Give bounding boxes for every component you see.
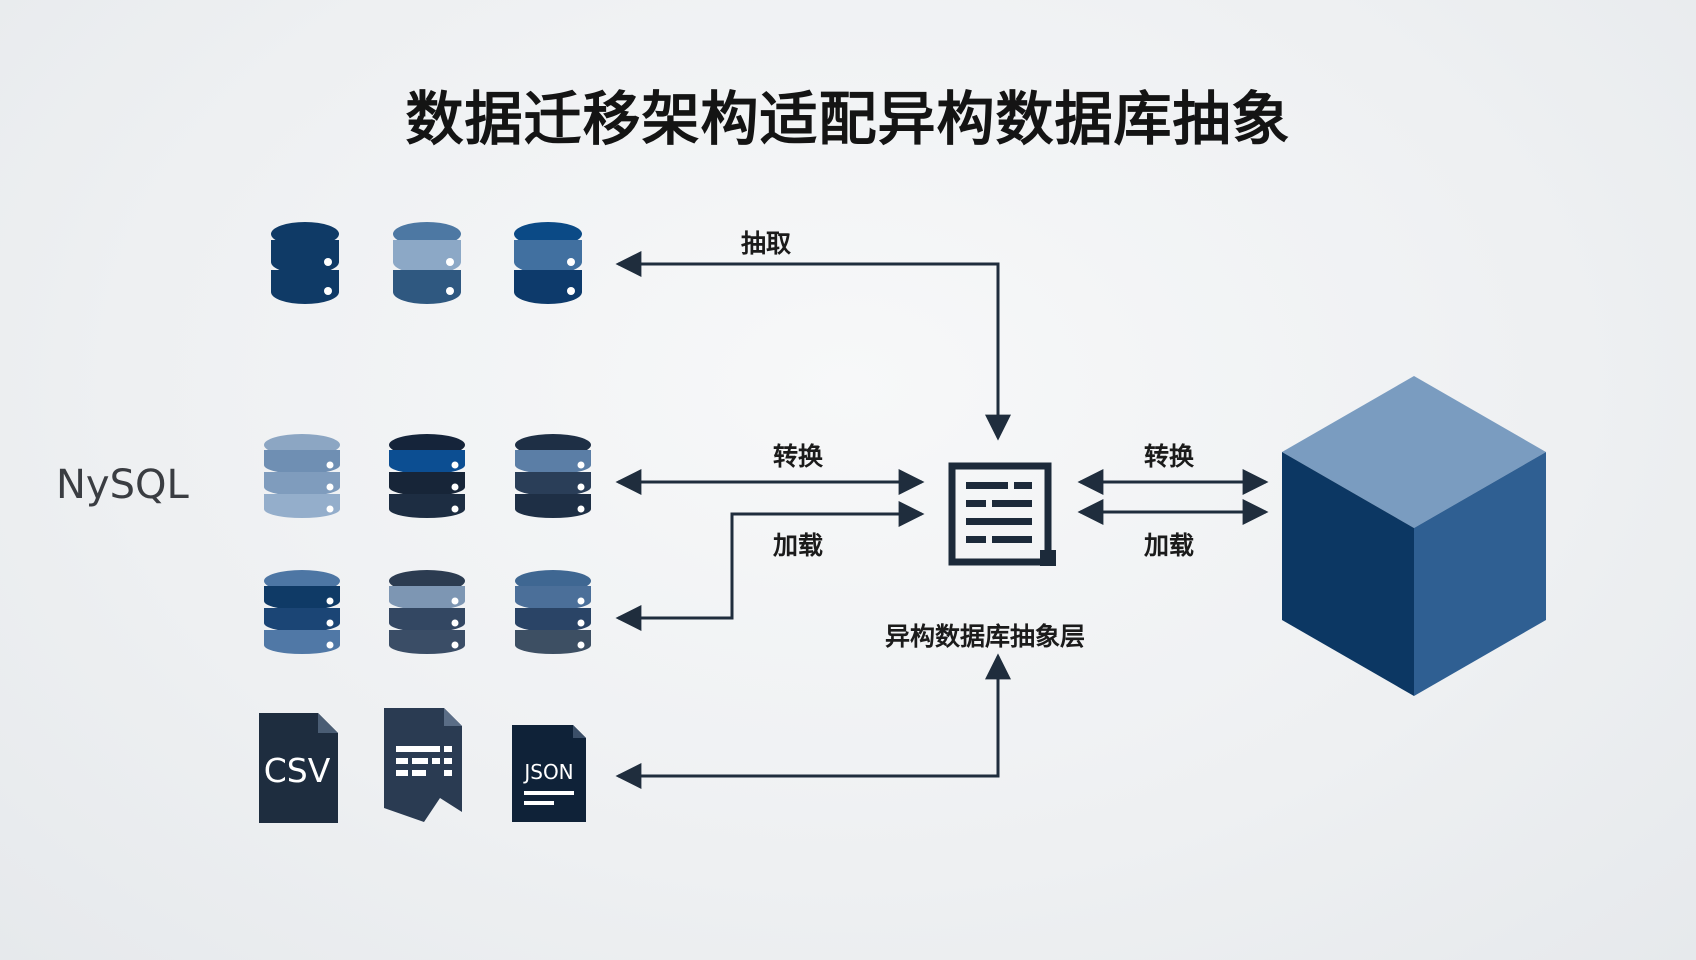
csv-file-icon: CSV <box>259 713 338 823</box>
database-icon <box>515 434 591 518</box>
table-file-icon <box>384 708 462 822</box>
csv-label: CSV <box>264 751 331 790</box>
database-icon <box>389 434 465 518</box>
source-group-label: NySQL <box>56 462 189 508</box>
extract-label: 抽取 <box>741 229 792 258</box>
database-icon <box>514 222 582 304</box>
cube-icon <box>1282 376 1546 696</box>
page-title: 数据迁移架构适配异构数据库抽象 <box>405 85 1291 153</box>
load-right-label: 加载 <box>1144 531 1195 560</box>
load-left-arrow <box>615 501 925 631</box>
database-icon <box>393 222 461 304</box>
database-icon <box>515 570 591 654</box>
json-file-icon: JSON <box>512 725 586 822</box>
database-icon <box>264 434 340 518</box>
database-icon <box>271 222 339 304</box>
load-left-label: 加载 <box>773 531 824 560</box>
database-icon <box>264 570 340 654</box>
extract-arrow <box>615 251 1011 441</box>
json-label: JSON <box>522 760 573 784</box>
transform-right-label: 转换 <box>1144 442 1195 471</box>
transform-left-label: 转换 <box>773 442 824 471</box>
server-rack-icon <box>948 462 1056 566</box>
abstraction-layer-label: 异构数据库抽象层 <box>885 622 1086 651</box>
database-icon <box>389 570 465 654</box>
file-source-arrow <box>615 653 1011 789</box>
